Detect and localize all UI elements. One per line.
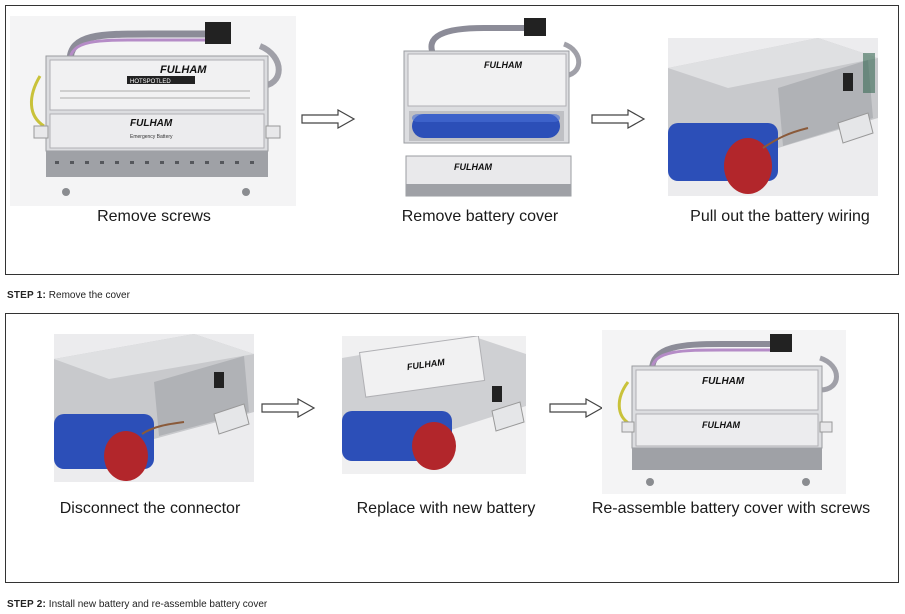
step1-caption: STEP 1: Remove the cover [7, 290, 130, 301]
battery-label-text: Emergency Battery [130, 134, 173, 140]
cover-brand-text: FULHAM [454, 162, 492, 172]
next-arrow-icon [301, 109, 356, 129]
battery-cap-icon [724, 138, 772, 194]
step2-label-1: Disconnect the connector [59, 500, 241, 517]
device-brand-text: FULHAM [160, 64, 207, 76]
step2-caption-text: Install new battery and re-assemble batt… [48, 599, 268, 610]
screw-icon [646, 478, 654, 486]
next-arrow-icon [591, 109, 646, 129]
device-brand-text-2: FULHAM [484, 60, 522, 70]
remove-screws-photo: FULHAM HOTSPOTLED FULHAM Emergency Batte… [10, 16, 296, 206]
step2-caption-prefix: STEP 2: [7, 599, 47, 610]
step1-label-2: Remove battery cover [401, 208, 559, 225]
screw-icon [802, 478, 810, 486]
step1-label-1: Remove screws [97, 208, 211, 225]
battery-brand-text: FULHAM [130, 118, 173, 129]
battery-brand-text-6: FULHAM [702, 420, 740, 430]
step2-label-2: Replace with new battery [356, 500, 536, 517]
step1-caption-text: Remove the cover [48, 290, 130, 301]
step2-panel: Disconnect the connector FULHAM Replace … [5, 313, 899, 583]
pull-battery-wiring-photo [668, 38, 878, 196]
step1-panel: FULHAM HOTSPOTLED FULHAM Emergency Batte… [5, 5, 899, 275]
screw-icon [62, 188, 70, 196]
reassemble-cover-photo: FULHAM FULHAM [602, 330, 846, 494]
screw-icon [242, 188, 250, 196]
step2-caption: STEP 2: Install new battery and re-assem… [7, 599, 267, 610]
device-subbrand-text: HOTSPOTLED [130, 79, 171, 85]
step2-label-3: Re-assemble battery cover with screws [591, 500, 871, 517]
step1-label-3: Pull out the battery wiring [690, 208, 870, 225]
replace-battery-photo: FULHAM [342, 336, 526, 474]
remove-battery-cover-photo: FULHAM FULHAM [384, 16, 596, 204]
next-arrow-icon [261, 398, 316, 418]
next-arrow-icon [549, 398, 604, 418]
step1-caption-prefix: STEP 1: [7, 290, 47, 301]
disconnect-connector-photo [54, 334, 254, 482]
device-brand-text-6: FULHAM [702, 376, 745, 387]
